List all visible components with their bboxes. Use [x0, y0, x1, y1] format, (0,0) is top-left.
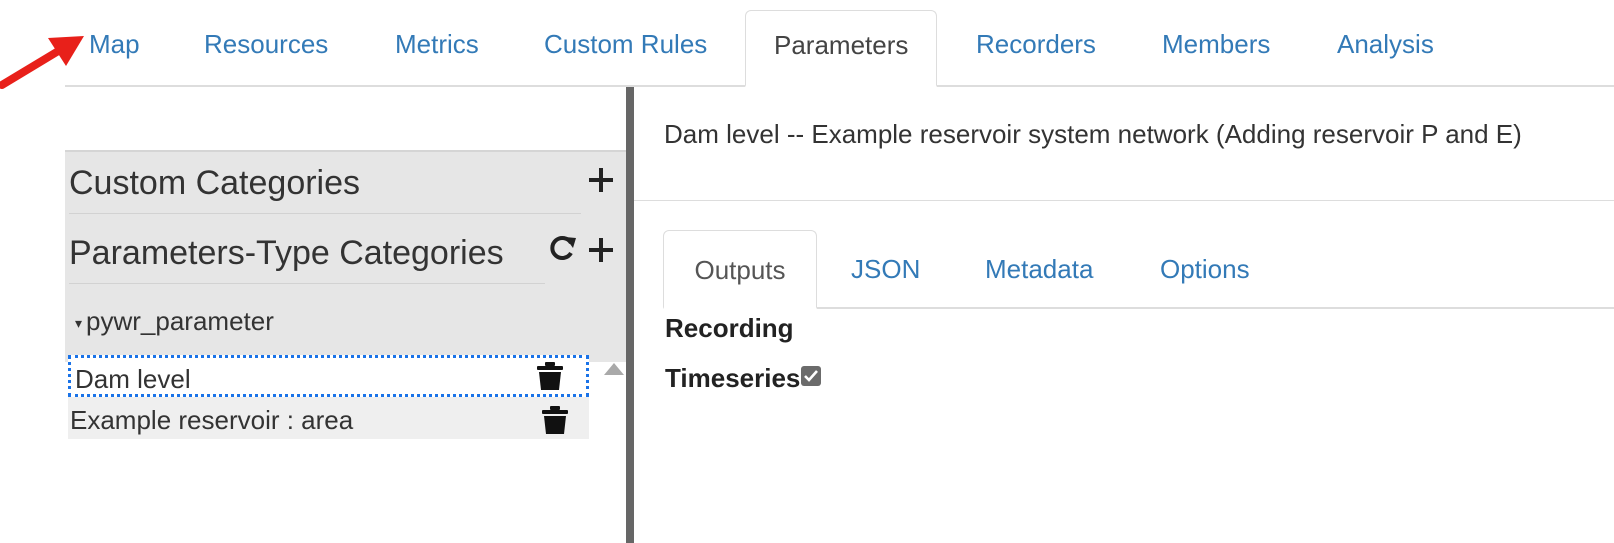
tab-json[interactable]: JSON — [851, 254, 921, 284]
timeseries-option: Timeseries — [665, 363, 822, 395]
red-arrow-icon — [0, 36, 84, 89]
delete-trash-icon[interactable] — [542, 406, 568, 434]
panel-divider[interactable] — [626, 87, 634, 543]
parameter-detail-panel: Dam level -- Example reservoir system ne… — [634, 87, 1614, 543]
parameters-type-categories-header: Parameters-Type Categories — [69, 234, 545, 284]
custom-categories-header: Custom Categories — [69, 164, 581, 214]
main-tab-bar: Map Resources Metrics Custom Rules Param… — [65, 10, 1614, 87]
parameter-sidebar: Custom Categories Parameters-Type Catego… — [65, 87, 626, 543]
delete-trash-icon[interactable] — [537, 362, 563, 390]
detail-tab-bar: Outputs JSON Metadata Options — [663, 230, 1614, 309]
tab-members[interactable]: Members — [1162, 29, 1271, 59]
list-item-dam-level[interactable]: Dam level — [68, 355, 589, 397]
refresh-categories-icon[interactable] — [549, 234, 577, 262]
tab-recorders[interactable]: Recorders — [976, 29, 1096, 59]
timeseries-checkbox[interactable] — [801, 366, 822, 386]
tree-node-label: pywr_parameter — [86, 306, 274, 336]
recording-heading: Recording — [665, 313, 794, 343]
add-custom-category-plus-icon[interactable] — [589, 168, 613, 192]
tab-options[interactable]: Options — [1160, 254, 1250, 284]
tab-resources[interactable]: Resources — [204, 29, 329, 59]
tree-node-pywr-parameter[interactable]: ▾pywr_parameter — [75, 306, 274, 337]
tab-custom-rules[interactable]: Custom Rules — [544, 29, 708, 59]
tab-outputs[interactable]: Outputs — [663, 230, 817, 309]
checkmark-icon — [804, 370, 819, 382]
tab-metrics[interactable]: Metrics — [395, 29, 479, 59]
scroll-up-icon[interactable] — [603, 362, 625, 376]
timeseries-label: Timeseries — [665, 363, 801, 393]
tab-parameters[interactable]: Parameters — [745, 10, 938, 87]
tab-metadata[interactable]: Metadata — [985, 254, 1094, 284]
list-item-example-reservoir-area[interactable]: Example reservoir : area — [68, 399, 589, 441]
detail-title: Dam level -- Example reservoir system ne… — [664, 119, 1522, 149]
category-section: Custom Categories Parameters-Type Catego… — [65, 150, 626, 362]
tab-analysis[interactable]: Analysis — [1337, 29, 1434, 59]
tab-map[interactable]: Map — [89, 29, 140, 59]
parameter-list: Dam level Example reservoir : area — [68, 355, 589, 439]
caret-down-icon: ▾ — [75, 314, 83, 331]
add-type-category-plus-icon[interactable] — [589, 238, 613, 262]
parameter-label: Example reservoir : area — [70, 405, 354, 435]
parameter-label: Dam level — [75, 364, 191, 394]
header-divider — [634, 200, 1614, 201]
